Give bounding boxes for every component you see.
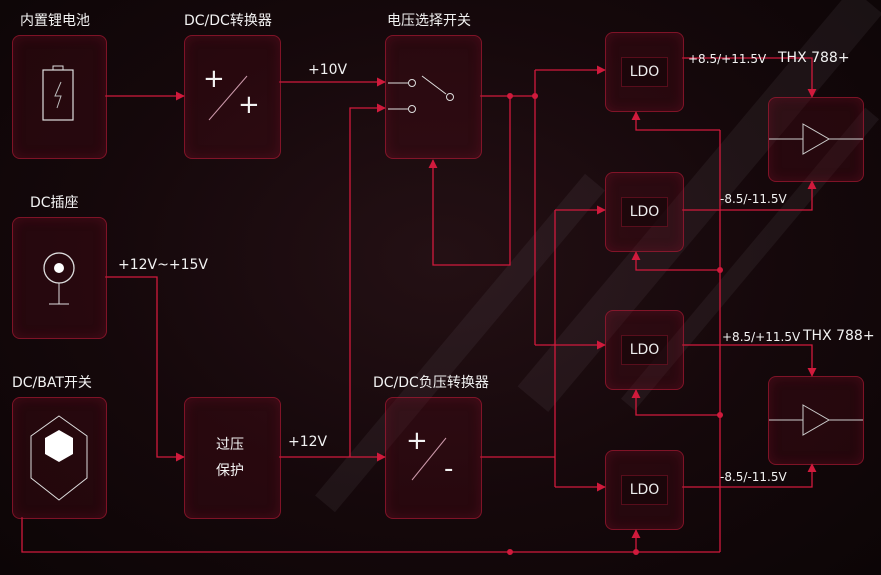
voltage-10v: +10V [308,62,348,78]
ldo-label: LDO [620,57,669,87]
ldo3-output-voltage: +8.5/+11.5V [722,330,801,344]
ldo-block-4: LDO [605,450,684,530]
amp-block-1 [768,97,864,182]
amplifier-icon [769,123,863,155]
ldo4-output-voltage: -8.5/-11.5V [720,470,787,484]
thx-title-1: THX 788+ [778,50,850,66]
neg-dcdc-title: DC/DC负压转换器 [373,375,489,391]
dcdc-plus-in: + [203,64,225,94]
voltage-12-15v: +12V~+15V [118,257,208,273]
switch-title: 电压选择开关 [387,13,471,29]
amp-block-2 [768,376,864,465]
battery-title: 内置锂电池 [20,13,90,29]
ldo-block-1: LDO [605,32,684,112]
dcdc-title: DC/DC转换器 [184,13,272,29]
dcbat-switch-block[interactable] [12,397,107,519]
neg-plus: + [406,426,428,456]
slash-icon [411,437,447,481]
switch-icon [388,75,454,113]
ldo-label: LDO [620,335,669,365]
ldo-block-3: LDO [605,310,684,390]
ldo2-output-voltage: -8.5/-11.5V [720,192,787,206]
ldo-label: LDO [620,475,669,505]
ovp-label-2: 保护 [216,463,244,479]
ldo1-output-voltage: +8.5/+11.5V [688,52,767,66]
ldo-label: LDO [620,197,669,227]
ldo-block-2: LDO [605,172,684,252]
battery-icon [42,65,74,121]
dcdc-plus-out: + [238,90,260,120]
dcdc-block: + + [184,35,281,159]
slash-icon [208,75,248,121]
dc-jack-title: DC插座 [30,195,79,211]
overvoltage-protection-block: 过压 保护 [184,397,281,519]
neg-minus: - [444,454,454,484]
ovp-label-1: 过压 [216,437,244,453]
battery-block [12,35,107,159]
neg-dcdc-block: + - [385,397,482,519]
dc-jack-block [12,217,107,339]
dc-jack-icon [43,252,75,305]
thx-title-2: THX 788+ [803,328,875,344]
amplifier-icon [769,404,863,436]
dcbat-switch-title: DC/BAT开关 [12,375,92,391]
voltage-12v: +12V [288,434,328,450]
slide-switch-icon [30,415,88,501]
voltage-switch-block [385,35,482,159]
